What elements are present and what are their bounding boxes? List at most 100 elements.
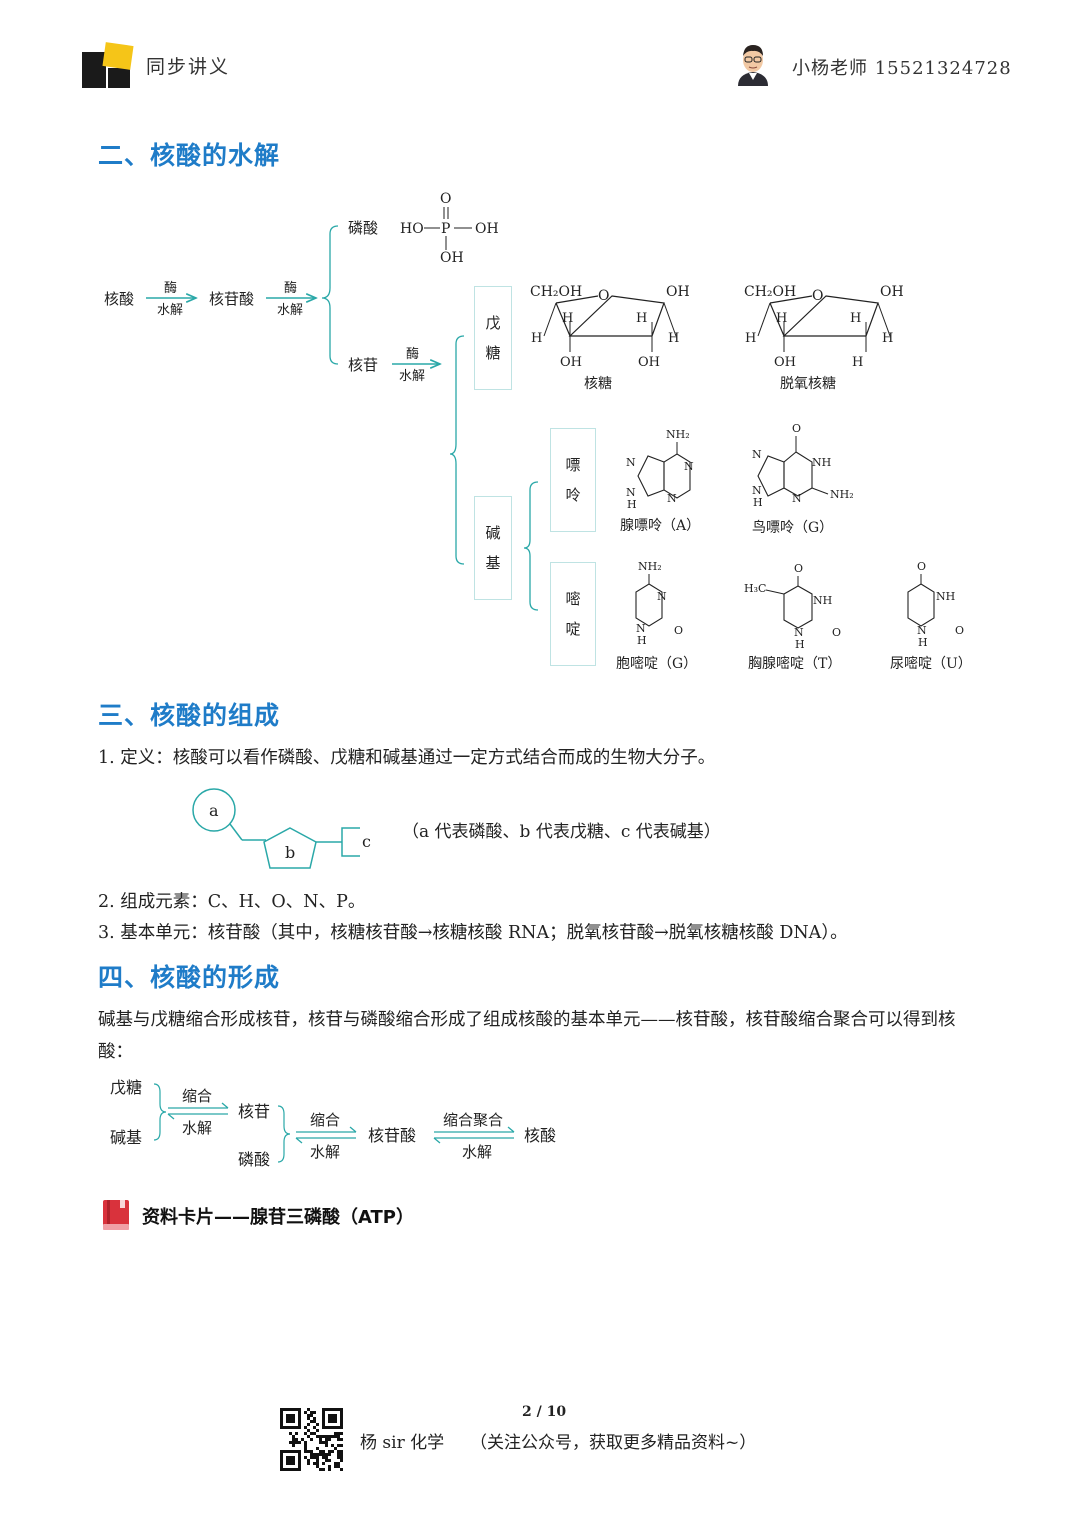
svg-text:核酸: 核酸 <box>524 1126 556 1145</box>
svg-text:NH₂: NH₂ <box>638 560 662 573</box>
nucleotide-schematic: a b <box>180 780 360 876</box>
svg-text:缩合: 缩合 <box>310 1111 340 1129</box>
label-hydrolysis-2: 水解 <box>277 303 303 318</box>
schematic-legend: （a 代表磷酸、b 代表戊糖、c 代表碱基） <box>402 816 721 848</box>
footer-note: （关注公众号，获取更多精品资料~） <box>470 1428 756 1453</box>
svg-text:O: O <box>832 626 841 639</box>
svg-text:H: H <box>636 311 647 326</box>
svg-text:OH: OH <box>666 284 690 300</box>
svg-text:H: H <box>627 498 637 511</box>
svg-text:OH: OH <box>880 284 904 300</box>
svg-text:水解: 水解 <box>310 1143 340 1161</box>
svg-text:O: O <box>812 288 823 304</box>
svg-text:N: N <box>684 460 694 473</box>
svg-text:H: H <box>795 638 805 651</box>
svg-text:碱基: 碱基 <box>110 1128 142 1147</box>
label-nucleoside: 核苷 <box>348 356 378 374</box>
label-hydrolysis-1: 水解 <box>157 303 183 318</box>
pentose-box: 戊糖 <box>474 286 512 390</box>
svg-text:CH₂OH: CH₂OH <box>530 284 582 300</box>
label-enzyme-2: 酶 <box>284 280 297 296</box>
svg-text:缩合: 缩合 <box>182 1087 212 1105</box>
svg-text:核苷: 核苷 <box>238 1102 270 1121</box>
formation-diagram: 戊糖 碱基 缩合 水解 核苷 磷酸 缩合 水解 核苷酸 缩合聚合 水解 核酸 <box>90 1070 590 1180</box>
svg-text:戊糖: 戊糖 <box>110 1078 142 1097</box>
svg-text:OH: OH <box>774 355 796 370</box>
svg-text:OH: OH <box>475 221 499 237</box>
label-cytosine: 胞嘧啶（G） <box>616 655 697 672</box>
svg-text:NH₂: NH₂ <box>830 488 854 501</box>
label-nucleotide: 核苷酸 <box>209 290 254 308</box>
qr-code <box>280 1408 346 1472</box>
svg-text:O: O <box>794 562 803 575</box>
footer-brand: 杨 sir 化学 <box>360 1428 444 1453</box>
svg-text:O: O <box>598 288 609 304</box>
svg-text:O: O <box>955 624 964 637</box>
svg-text:O: O <box>792 422 801 435</box>
label-phosphoric-acid: 磷酸 <box>348 219 378 237</box>
label-guanine: 鸟嘌呤（G） <box>752 520 833 536</box>
svg-text:N: N <box>626 456 636 469</box>
base-letter: c <box>362 832 371 851</box>
adenine-structure: NH₂ N N N N H <box>626 428 694 511</box>
section-title-hydrolysis: 二、核酸的水解 <box>98 136 280 172</box>
svg-text:O: O <box>917 560 926 573</box>
svg-text:OH: OH <box>560 355 582 370</box>
svg-text:P: P <box>441 221 450 237</box>
svg-text:NH: NH <box>936 590 955 603</box>
svg-text:水解: 水解 <box>399 369 425 384</box>
svg-text:H: H <box>776 311 787 326</box>
label-ribose: 核糖 <box>584 376 612 392</box>
svg-text:OH: OH <box>440 250 464 266</box>
elements-text: 2. 组成元素：C、H、O、N、P。 <box>98 886 365 918</box>
book-icon <box>100 1198 132 1232</box>
svg-text:H: H <box>882 331 893 346</box>
svg-text:水解: 水解 <box>182 1119 212 1137</box>
ribose-structure: CH₂OH O OH H H H H OH OH <box>530 284 690 370</box>
svg-text:核苷酸: 核苷酸 <box>368 1126 416 1145</box>
svg-text:磷酸: 磷酸 <box>238 1150 270 1169</box>
svg-text:H: H <box>562 311 573 326</box>
cytosine-structure: NH₂ N N H O <box>636 560 683 647</box>
section-title-formation: 四、核酸的形成 <box>98 958 280 994</box>
uracil-structure: O NH N H O <box>908 560 964 649</box>
svg-text:H: H <box>745 331 756 346</box>
label-deoxyribose: 脱氧核糖 <box>780 376 836 392</box>
svg-text:N: N <box>667 492 677 505</box>
basic-unit-text: 3. 基本单元：核苷酸（其中，核糖核苷酸→核糖核酸 RNA；脱氧核苷酸→脱氧核糖… <box>98 917 848 949</box>
svg-text:N: N <box>752 448 762 461</box>
svg-text:H: H <box>668 331 679 346</box>
svg-text:H: H <box>753 496 763 509</box>
svg-text:OH: OH <box>638 355 660 370</box>
svg-text:O: O <box>674 624 683 637</box>
purine-box: 嘌呤 <box>550 428 596 532</box>
base-box: 碱基 <box>474 496 512 600</box>
label-thymine: 胸腺嘧啶（T） <box>748 655 841 672</box>
teacher-avatar <box>734 40 772 86</box>
base-square <box>342 828 360 856</box>
svg-text:H: H <box>531 331 542 346</box>
section-title-composition: 三、核酸的组成 <box>98 696 280 732</box>
svg-text:CH₂OH: CH₂OH <box>744 284 796 300</box>
label-adenine: 腺嘌呤（A） <box>620 518 700 534</box>
label-enzyme-1: 酶 <box>164 280 177 296</box>
thymine-structure: O H₃C NH N H O <box>744 562 841 651</box>
svg-text:HO: HO <box>400 221 424 237</box>
page-number: 2 / 10 <box>522 1404 566 1420</box>
card-title: 资料卡片——腺苷三磷酸（ATP） <box>142 1203 414 1229</box>
pyrimidine-box: 嘧啶 <box>550 562 596 666</box>
svg-text:O: O <box>440 191 451 207</box>
svg-text:缩合聚合: 缩合聚合 <box>443 1111 503 1129</box>
deoxyribose-structure: CH₂OH O OH H H H H OH H <box>744 284 904 370</box>
svg-text:N: N <box>657 590 667 603</box>
svg-text:b: b <box>285 843 295 862</box>
svg-text:a: a <box>209 801 219 820</box>
brand-text: 同步讲义 <box>146 52 230 79</box>
svg-text:H: H <box>850 311 861 326</box>
label-nucleic-acid: 核酸 <box>104 290 134 308</box>
definition-text: 1. 定义：核酸可以看作磷酸、戊糖和碱基通过一定方式结合而成的生物大分子。 <box>98 742 715 774</box>
svg-text:NH: NH <box>813 594 832 607</box>
guanine-structure: O NH N NH₂ N N H <box>752 422 854 509</box>
svg-text:H: H <box>918 636 928 649</box>
label-uracil: 尿嘧啶（U） <box>890 655 972 672</box>
